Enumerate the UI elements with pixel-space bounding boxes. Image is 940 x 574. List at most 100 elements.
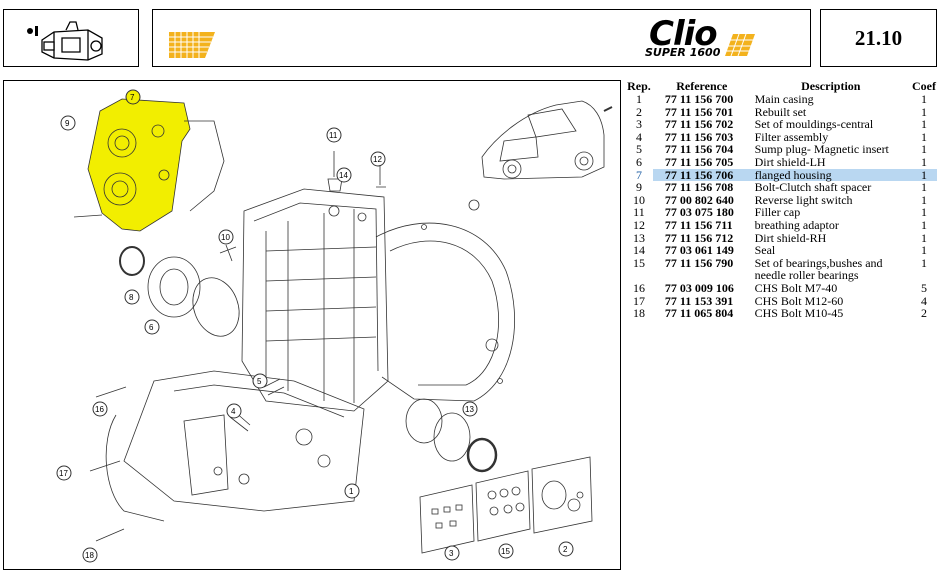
callout-labels: 7 9 11 12 14 10 8 6 5 4 16 17 18 1 3 15 … xyxy=(56,89,574,563)
cell-description: Filter assembly xyxy=(754,129,829,144)
callout-8: 8 xyxy=(124,289,140,305)
table-row[interactable]: 14 77 03 061 149 Seal 1 xyxy=(625,244,937,257)
cell-coef: 1 xyxy=(921,243,927,258)
page-number-panel: 21.10 xyxy=(820,9,937,67)
bell-housing-drawing xyxy=(375,199,516,402)
cell-reference: 77 11 156 703 xyxy=(664,129,734,144)
kit-box-15 xyxy=(475,470,531,542)
flanged-housing-highlight xyxy=(87,98,191,232)
cell-rep: 13 xyxy=(632,230,645,245)
cell-description: CHS Bolt M7-40 xyxy=(754,280,838,295)
cell-rep: 18 xyxy=(632,306,645,321)
cell-rep: 11 xyxy=(633,205,645,220)
cell-description: flanged housing xyxy=(750,168,912,182)
cell-rep: 3 xyxy=(635,117,642,132)
yellow-grid-icon xyxy=(169,32,215,58)
clio-logo: Clio xyxy=(649,14,718,54)
cell-rep: 12 xyxy=(632,217,645,232)
cell-rep: 1 xyxy=(635,92,642,106)
cell-description: Filler cap xyxy=(754,205,801,220)
cell-reference: 77 00 802 640 xyxy=(664,192,734,207)
callout-14: 14 xyxy=(336,167,352,183)
callout-13: 13 xyxy=(462,401,478,417)
model-banner-graphics xyxy=(169,32,755,58)
svg-text:2: 2 xyxy=(563,545,568,554)
table-row[interactable]: 10 77 00 802 640 Reverse light switch 1 xyxy=(625,194,937,207)
cell-description: CHS Bolt M10-45 xyxy=(754,306,844,321)
gearbox-icon xyxy=(27,21,103,61)
cell-reference: 77 11 153 391 xyxy=(664,293,734,308)
cell-description: CHS Bolt M12-60 xyxy=(754,293,844,308)
cell-description: Set of bearings,bushes and needle roller… xyxy=(754,255,883,283)
svg-text:14: 14 xyxy=(339,171,348,180)
col-coef: Coef xyxy=(912,79,936,94)
dirt-shield-lh-drawing xyxy=(147,256,201,318)
cell-reference: 77 11 156 708 xyxy=(664,180,734,195)
kit-box-3 xyxy=(419,484,475,554)
callout-18: 18 xyxy=(82,547,98,563)
cell-reference: 77 11 156 712 xyxy=(664,230,734,245)
central-casing-drawing xyxy=(105,370,365,522)
cell-coef: 1 xyxy=(921,92,927,106)
cell-rep: 9 xyxy=(635,180,642,195)
cell-coef: 1 xyxy=(911,168,937,182)
cell-reference: 77 11 156 711 xyxy=(664,217,733,232)
kit-box-2 xyxy=(531,456,593,534)
cell-coef: 1 xyxy=(921,255,927,270)
cell-rep: 16 xyxy=(632,280,645,295)
cell-reference: 77 11 156 702 xyxy=(664,117,734,132)
dirt-shield-rh-drawing xyxy=(433,412,471,462)
svg-text:12: 12 xyxy=(373,155,382,164)
svg-text:1: 1 xyxy=(349,487,354,496)
cell-rep: 17 xyxy=(632,293,645,308)
cell-coef: 1 xyxy=(921,230,927,245)
cell-description: Main casing xyxy=(754,92,814,106)
cell-rep: 15 xyxy=(632,255,645,270)
cell-description: Reverse light switch xyxy=(754,192,853,207)
svg-text:7: 7 xyxy=(130,93,135,102)
cell-description: breathing adaptor xyxy=(754,217,839,232)
svg-text:3: 3 xyxy=(449,549,454,558)
table-row[interactable]: 15 77 11 156 790 Set of bearings,bushes an… xyxy=(625,255,937,283)
svg-text:10: 10 xyxy=(221,233,230,242)
cell-rep: 14 xyxy=(632,243,645,258)
cell-reference: 77 03 061 149 xyxy=(664,243,734,258)
col-description: Description xyxy=(801,79,861,94)
cell-description: Sump plug- Magnetic insert xyxy=(754,142,889,157)
exploded-view-diagram: 7 9 11 12 14 10 8 6 5 4 16 17 18 1 3 15 … xyxy=(3,80,621,570)
parts-list: Rep. Reference Description Coef 1 77 11 1… xyxy=(625,80,937,320)
cell-rep: 10 xyxy=(632,192,645,207)
table-row[interactable]: 1 77 11 156 700 Main casing 1 xyxy=(625,93,937,106)
cell-coef: 1 xyxy=(921,192,927,207)
cell-reference: 77 11 156 700 xyxy=(664,92,734,106)
cell-coef: 1 xyxy=(921,129,927,144)
cell-coef: 2 xyxy=(921,306,927,321)
cell-description: Seal xyxy=(754,243,776,258)
gearbox-icon-panel xyxy=(3,9,139,67)
parts-table-header: Rep. Reference Description Coef xyxy=(625,80,937,93)
cell-rep: 2 xyxy=(635,104,642,119)
cell-coef: 1 xyxy=(921,142,927,157)
cell-reference: 77 11 156 790 xyxy=(664,255,734,270)
logo-grid-icon xyxy=(725,33,755,57)
cell-reference: 77 11 156 704 xyxy=(664,142,734,157)
o-ring-drawing xyxy=(192,277,240,337)
callout-1: 1 xyxy=(344,483,360,499)
svg-text:18: 18 xyxy=(85,551,94,560)
callout-3: 3 xyxy=(444,545,460,561)
svg-text:6: 6 xyxy=(149,323,154,332)
cell-description: Set of mouldings-central xyxy=(754,117,874,132)
